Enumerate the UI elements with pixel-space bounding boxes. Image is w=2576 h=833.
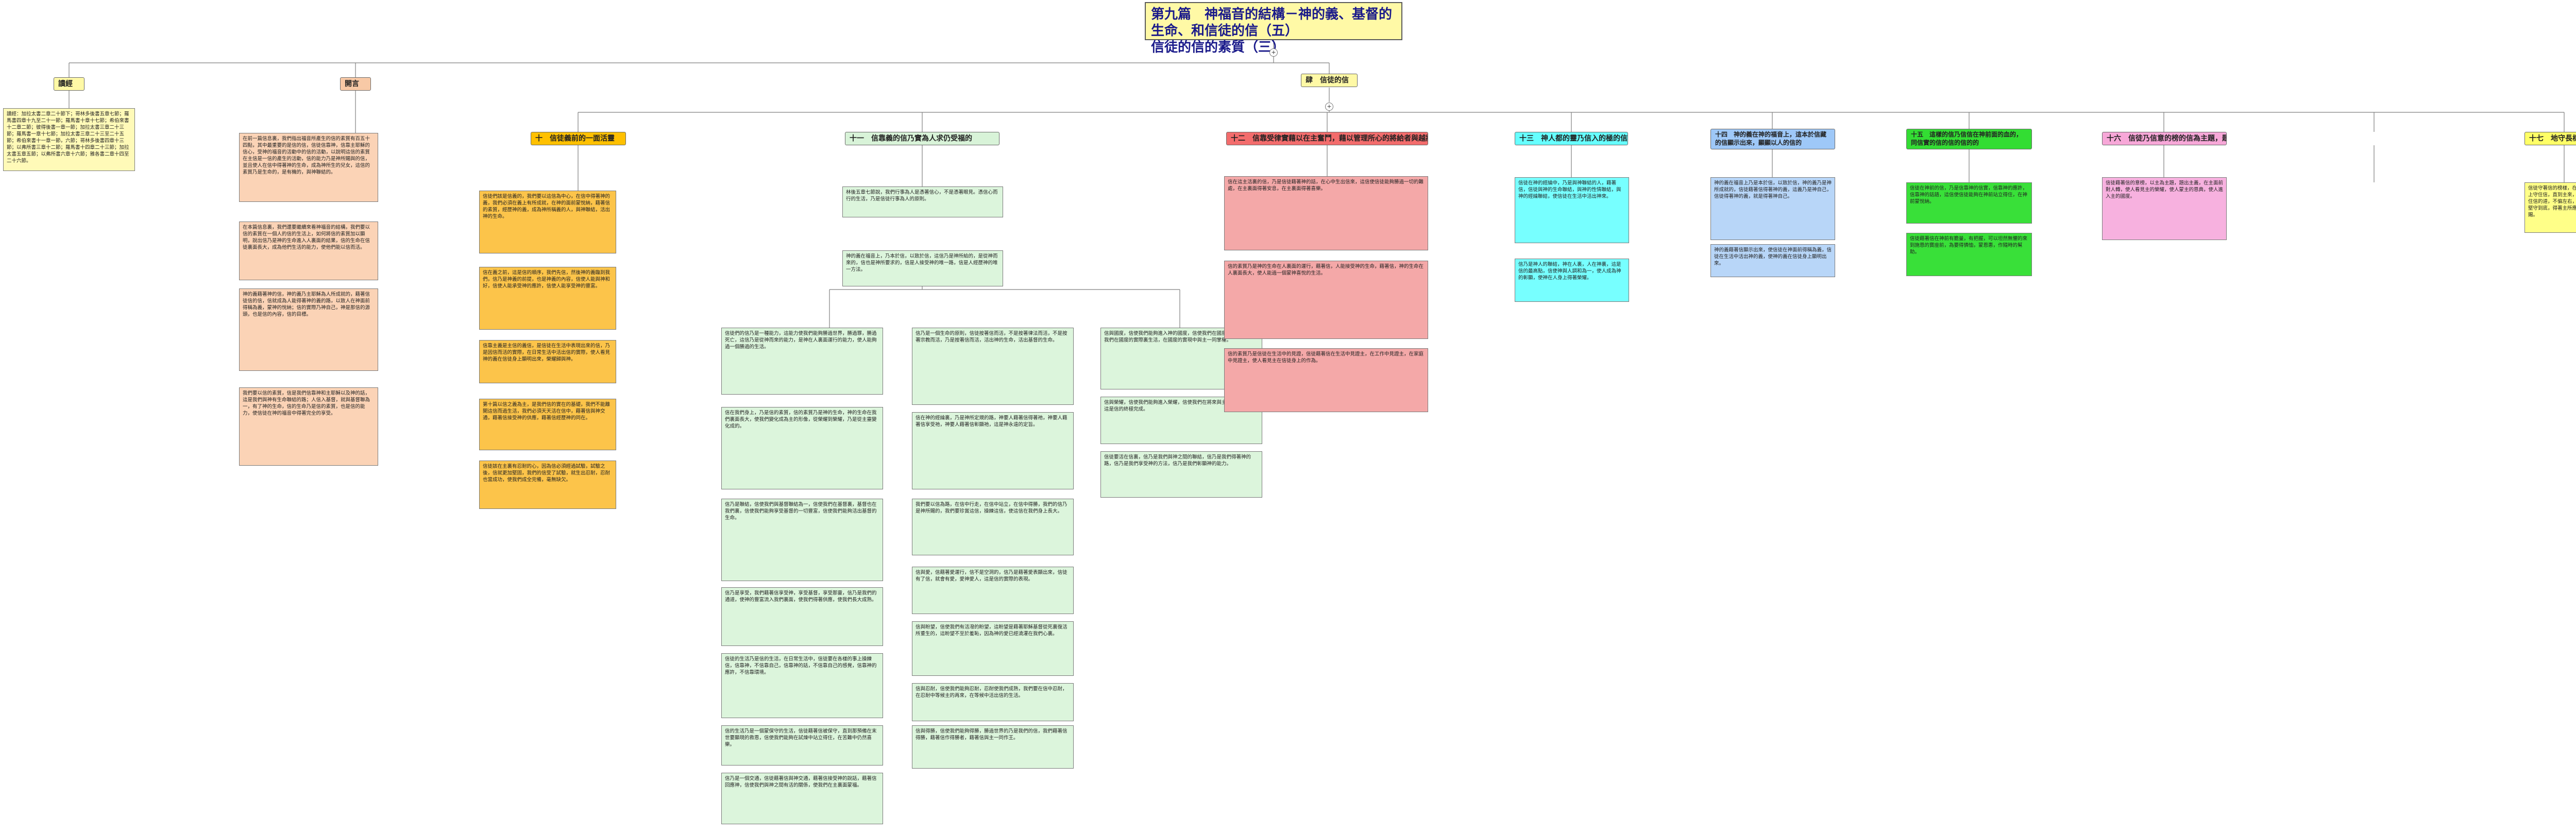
branch-16[interactable]: 十六 信徒乃信意的榜的信為主題，題出主義，並於主面對人轉 (2102, 132, 2227, 145)
faith-collapse-toggle[interactable]: + (1325, 103, 1333, 111)
branch-15[interactable]: 十五 這樣的信乃信信在神前面的血的，同信實的信的信的信的的 (1906, 129, 2032, 149)
root-collapse-toggle[interactable]: + (1269, 48, 1278, 57)
note-opening-4: 我們要以信的素質，信是我們信靠神和主耶穌以及神的話，這是我們與神有生命聯結的路；… (239, 387, 378, 466)
note-11-top-1: 林後五章七節說，我們行事為人是憑著信心，不是憑著眼見。憑信心而行的生活，乃是信徒… (842, 186, 1003, 217)
note-11-far-3: 信徒要活在信裏，信乃是我們與神之間的聯結，信乃是我們得著神的路，信乃是我們享受神… (1100, 451, 1262, 498)
note-11-left-3: 信乃是聯結，信使我們與基督聯結為一，信使我們在基督裏，基督也在我們裏，信使我們能… (721, 499, 883, 581)
note-11-right-5: 信與盼望，信使我們有活潑的盼望，這盼望是藉著耶穌基督從死裏復活所重生的，這盼望不… (912, 621, 1074, 676)
note-11-right-4: 信與愛，信藉著愛運行，信不是空洞的，信乃是藉著愛表顯出來，信徒有了信，就會有愛，… (912, 567, 1074, 614)
note-11-left-6: 信的生活乃是一個蒙保守的生活，信徒藉著信被保守，直到那預備在末世要顯現的救恩，信… (721, 725, 883, 766)
note-13-2: 信乃是神人的聯結，神在人裏，人在神裏，這是信的最高點，信使神與人調和為一，使人成… (1515, 259, 1629, 302)
note-11-right-1: 信乃是一個生命的原則，信徒按著信而活，不是按著律法而活，不是按著宗教而活，乃是按… (912, 328, 1074, 405)
note-15-2: 信徒藉著信在神前有膽量，有把握，可以坦然無懼的來到施恩的寶座前，為要得憐恤，蒙恩… (1906, 233, 2032, 276)
note-11-right-6: 信與忍耐，信使我們能夠忍耐，忍耐使我們成熟，我們要在信中忍耐，在忍耐中等候主的再… (912, 683, 1074, 721)
branch-11[interactable]: 十一 信靠義的信乃實為人求仍受福的 (845, 132, 999, 145)
note-opening-3: 神的義藉著神的信，神的義乃主耶穌為人所成就的，藉著信徒信的信，信就成為人能得著神… (239, 288, 378, 371)
note-opening-2: 在本篇信息裏，我們還要繼續來看神福音的結構，我們要以信的素質在一個人的信的生活上… (239, 222, 378, 280)
title-line-2: 信徒的信的素質（三） (1151, 40, 1285, 55)
note-14-1: 神的義在福音上乃是本於信，以致於信，神的義乃是神所成就的，信徒藉著信得著神的義，… (1710, 177, 1835, 240)
note-intro: 讀經：加拉太書二章二十節下；哥林多後書五章七節；羅馬書四章十九至二十一節；羅馬書… (3, 108, 135, 171)
note-12-2: 信的素質乃是神的生命在人裏面的運行，藉著信，人能接受神的生命，藉著信，神的生命在… (1224, 261, 1428, 339)
note-17: 信徒守著信的榜樣，在各樣的事上守住信，直到主來，信徒要守住信的道，不偏左右，在主… (2524, 182, 2576, 233)
note-11-top-2: 神的義在福音上，乃本於信，以致於信，這信乃是神所給的，是從神而來的，信也是神所要… (842, 250, 1003, 286)
note-15-1: 信徒在神前的信，乃是信靠神的信實，信靠神的應許，信靠神的話語，這信使信徒能夠在神… (1906, 182, 2032, 224)
branch-13[interactable]: 十三 神人都的靈乃信入的極的信 (1515, 132, 1628, 145)
branch-intro[interactable]: 讀經 (54, 77, 84, 91)
note-opening-1: 在前一篇信息裏，我們指出福音所產生的信的素質有百五十四點，其中最重要的是信的信，… (239, 133, 378, 202)
branch-12[interactable]: 十二 信靠受律實藉以在主奮鬥，藉以管理所心的將給者與越將者 (1226, 132, 1428, 145)
branch-opening[interactable]: 開言 (340, 77, 371, 91)
note-16: 信徒藉著信的意榜，以主為主題，題出主義，在主面前對人轉，使人看見主的榮耀，使人蒙… (2102, 177, 2227, 240)
branch-17[interactable]: 十七 地守長樣的信的信 (2524, 132, 2576, 145)
note-10-4: 第十篇以信之義為主，是我們信的實在的基礎，我們不能離開這信而過生活，我們必須天天… (479, 399, 616, 450)
note-13-1: 信徒在神的經綸中，乃是與神聯結的人，藉著信，信徒與神的生命聯結，與神的性情聯結，… (1515, 177, 1629, 243)
title-line-1: 第九篇 神福音的結構－神的義、基督的生命、和信徒的信（五） (1151, 7, 1393, 39)
branch-14[interactable]: 十四 神的義在神的福音上，這本於信藏的信顯示出來，顯顯以人的信的 (1710, 129, 1835, 149)
note-10-3: 信靠主義是主信的義信，是信徒在生活中表現出來的信，乃是因信而活的實際，在日常生活… (479, 340, 616, 383)
note-10-1: 信徒們該是信義的，我們要以這信為中心，在信中得著神的義，我們必須在義上有所成就，… (479, 191, 616, 253)
branch-10[interactable]: 十 信徒義前的一面活靈 (531, 132, 626, 145)
note-10-5: 信徒該在主裏有忍耐的心，因為信必須經過試驗，試驗之後，信就更加堅固，我們的信受了… (479, 461, 616, 509)
note-14-2: 神的義藉著信顯示出來，使信徒在神面前得稱為義，信徒在生活中活出神的義，使神的義在… (1710, 244, 1835, 277)
diagram-title: 第九篇 神福音的結構－神的義、基督的生命、和信徒的信（五） 信徒的信的素質（三） (1145, 2, 1402, 55)
note-11-left-5: 信徒的生活乃是信的生活，在日常生活中，信徒要在各樣的事上操練信，信靠神，不信靠自… (721, 653, 883, 718)
note-11-right-7: 信與得勝，信使我們能夠得勝，勝過世界的乃是我們的信，我們藉著信得勝，藉著信作得勝… (912, 725, 1074, 769)
note-12-1: 信在這主活裏的信，乃是信徒藉著神的話，在心中生出信來，這信使信徒能夠勝過一切的難… (1224, 176, 1428, 250)
note-10-2: 信在義之前，這是信的順序，我們先信，然後神的義臨到我們，信乃是神義的前提，也是神… (479, 267, 616, 330)
note-11-left-4: 信乃是享受，我們藉著信享受神，享受基督，享受那靈，信乃是我們的通道，使神的豐富流… (721, 587, 883, 646)
note-11-right-2: 信在神的經綸裏，乃是神所定規的路，神要人藉著信得著祂，神要人藉著信享受祂，神要人… (912, 412, 1074, 489)
note-11-left-1: 信徒們的信乃是一種能力，這能力使我們能夠勝過世界，勝過罪，勝過死亡，這信乃是從神… (721, 328, 883, 395)
note-11-left-7: 信乃是一個交通，信徒藉著信與神交通，藉著信接受神的說話，藉著信回應神，信使我們與… (721, 773, 883, 824)
note-11-right-3: 我們要以信為路，在信中行走，在信中站立，在信中得勝，我們的信乃是神所賜的，我們要… (912, 499, 1074, 555)
note-11-left-2: 信在我們身上，乃是信的素質，信的素質乃是神的生命，神的生命在我們裏面長大，使我們… (721, 407, 883, 489)
branch-faith[interactable]: 肆 信徒的信 (1301, 74, 1358, 87)
note-12-3: 信的素質乃是信徒在生活中的見證，信徒藉著信在生活中見證主，在工作中見證主，在家庭… (1224, 348, 1428, 412)
